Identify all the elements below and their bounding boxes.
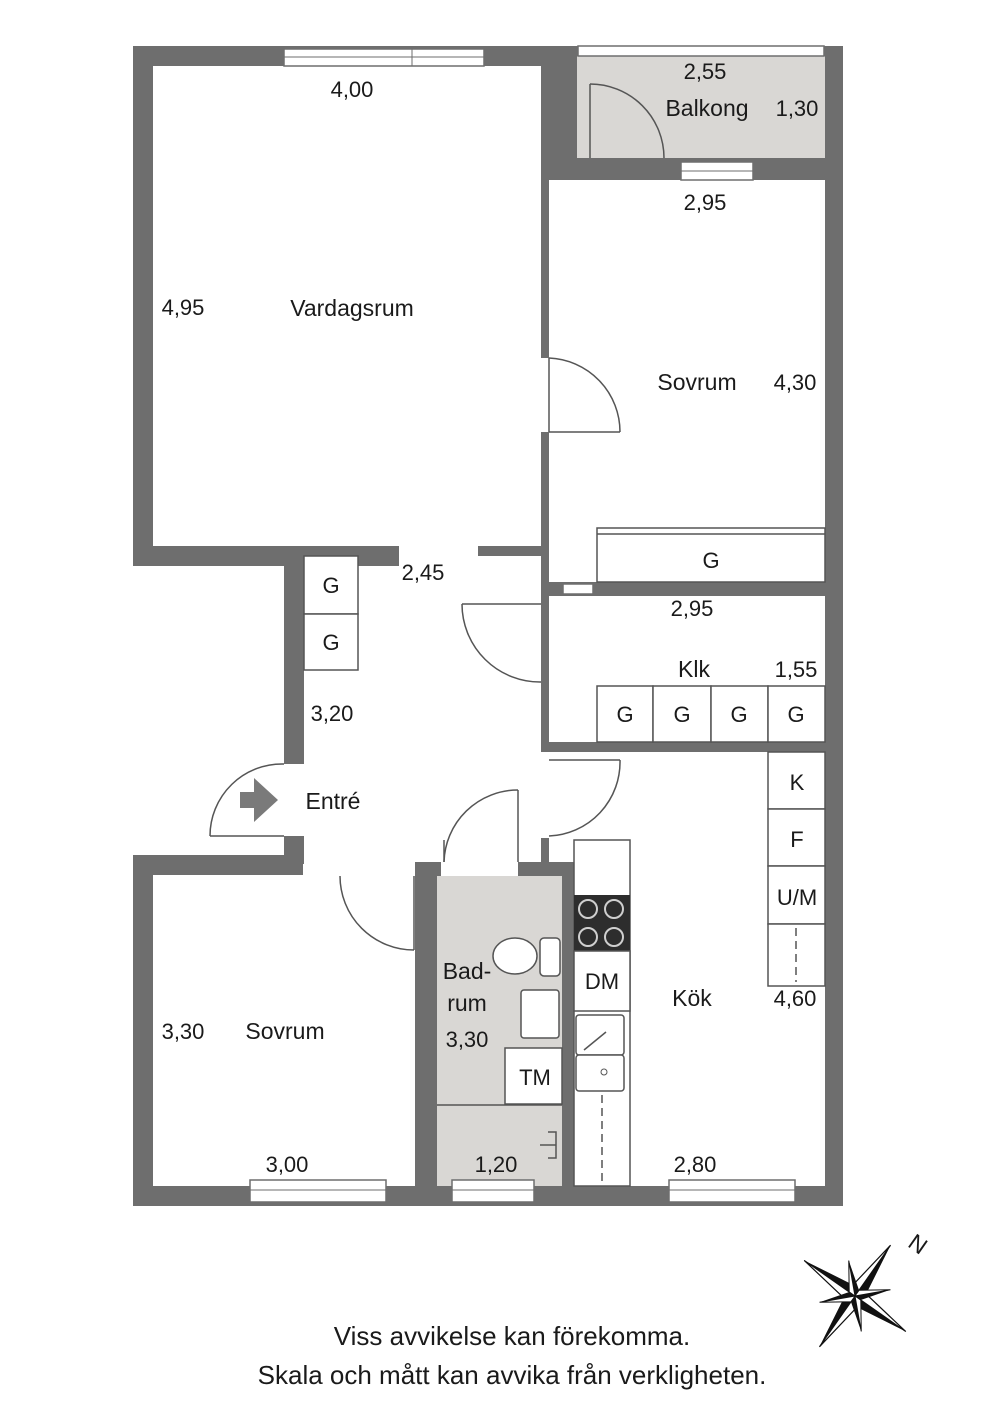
- bedroom-1-depth: 4,30: [774, 370, 817, 395]
- balcony-depth: 1,30: [776, 96, 819, 121]
- toilet-tank: [539, 937, 561, 977]
- balcony-label: Balkong: [665, 95, 748, 121]
- sink-2: [575, 1054, 625, 1092]
- disclaimer-line-2: Skala och mått kan avvika från verklighe…: [258, 1360, 767, 1390]
- bathroom-label-2: rum: [447, 990, 487, 1016]
- refrigerator-label: K: [790, 770, 805, 795]
- living-room-width: 4,00: [331, 77, 374, 102]
- hall-wardrobe-1-label: G: [322, 573, 339, 598]
- freezer-label: F: [790, 827, 803, 852]
- kitchen-label: Kök: [672, 985, 712, 1011]
- windows: [249, 45, 825, 1203]
- closet-label: Klk: [678, 656, 710, 682]
- bedroom-2-label: Sovrum: [245, 1018, 324, 1044]
- bedroom-2-depth: 3,30: [162, 1019, 205, 1044]
- bedroom-2-width: 3,00: [266, 1152, 309, 1177]
- sink-1: [575, 1014, 625, 1056]
- oven-microwave: [767, 865, 826, 925]
- bedroom-1-width: 2,95: [684, 190, 727, 215]
- closet-wardrobe-4-label: G: [787, 702, 804, 727]
- kitchen-width: 2,80: [674, 1152, 717, 1177]
- closet-wardrobe-1-label: G: [616, 702, 633, 727]
- compass-north-label: N: [904, 1229, 933, 1260]
- closet-depth: 1,55: [775, 657, 818, 682]
- entrance-label: Entré: [306, 788, 361, 814]
- closet-wardrobe-4: [767, 685, 826, 743]
- closet-wardrobe-2: [652, 685, 712, 743]
- hall-wardrobe-2: [303, 613, 359, 671]
- bedroom-1-label: Sovrum: [657, 369, 736, 395]
- entrance-arrow-icon: [240, 778, 278, 822]
- washing-machine: [504, 1047, 563, 1105]
- washbasin: [520, 989, 560, 1039]
- dishwasher: [573, 950, 631, 1012]
- dishwasher-label: DM: [585, 969, 619, 994]
- oven-microwave-label: U/M: [777, 885, 817, 910]
- bathroom-label-1: Bad-: [443, 958, 492, 984]
- closet-wardrobe-3-label: G: [730, 702, 747, 727]
- toilet: [492, 937, 538, 975]
- living-room-depth: 4,95: [162, 295, 205, 320]
- bathroom-size: 3,30: [446, 1027, 489, 1052]
- closet-width: 2,95: [671, 596, 714, 621]
- bedroom-wardrobe-label: G: [702, 548, 719, 573]
- hall-wardrobe-1: [303, 555, 359, 615]
- balcony-floor: [577, 56, 825, 158]
- compass-rose-icon: [803, 1244, 907, 1348]
- hall-depth: 3,20: [311, 701, 354, 726]
- refrigerator: [767, 751, 826, 810]
- closet-wardrobe-3: [710, 685, 769, 743]
- kitchen-depth: 4,60: [774, 986, 817, 1011]
- bathroom-width: 1,20: [475, 1152, 518, 1177]
- disclaimer-line-1: Viss avvikelse kan förekomma.: [334, 1321, 690, 1351]
- balcony-width: 2,55: [684, 59, 727, 84]
- hall-wardrobe-2-label: G: [322, 630, 339, 655]
- bedroom-wardrobe: [596, 527, 826, 583]
- closet-wardrobe-2-label: G: [673, 702, 690, 727]
- hall-width: 2,45: [402, 560, 445, 585]
- freezer: [767, 808, 826, 867]
- doors: [209, 83, 665, 951]
- living-room-label: Vardagsrum: [290, 295, 414, 321]
- washing-machine-label: TM: [519, 1065, 551, 1090]
